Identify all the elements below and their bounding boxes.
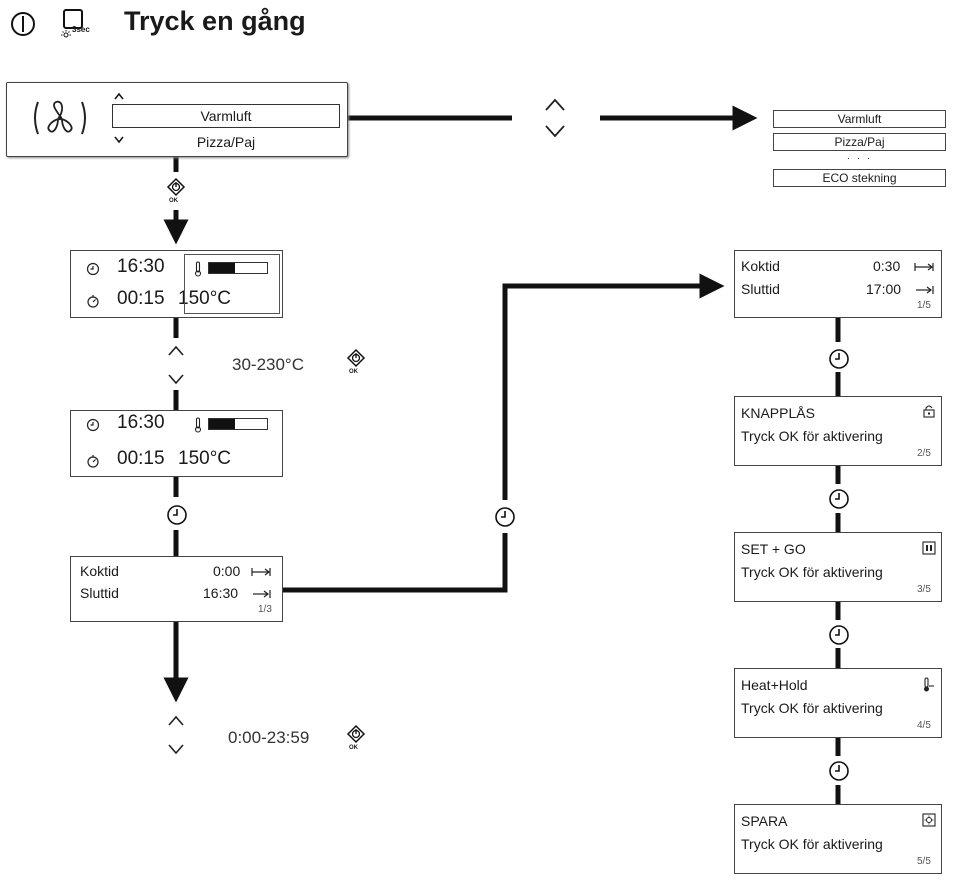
thermometer-icon (194, 261, 202, 277)
function-list-item[interactable]: Varmluft (773, 110, 946, 128)
display-b-clock: 16:30 (117, 412, 165, 433)
option-title: KNAPPLÅS (741, 405, 815, 421)
function-next-label: Pizza/Paj (196, 134, 256, 150)
cook-time-value: 0:30 (873, 258, 901, 274)
end-time-icon (916, 286, 934, 294)
padlock-icon (923, 405, 935, 418)
clock-button-icon (167, 505, 187, 525)
clock-button-icon (495, 507, 515, 527)
function-list-item[interactable]: ECO stekning (773, 169, 946, 187)
up-down-chevrons-icon (168, 345, 184, 385)
option-instruction: Tryck OK för aktivering (741, 428, 883, 444)
option-panel-set-go (734, 532, 942, 602)
display-b-duration: 00:15 (117, 448, 165, 469)
page-indicator: 5/5 (917, 856, 931, 867)
function-selected-label: Varmluft (200, 108, 252, 124)
end-time-icon (253, 590, 271, 598)
page-title: Tryck en gång (124, 6, 306, 36)
heating-progress-bar (208, 418, 268, 430)
clock-icon (86, 262, 100, 276)
connector-timer-to-clock (283, 533, 508, 593)
option-title: SET + GO (741, 541, 806, 557)
display-b-temperature: 150°C (178, 448, 232, 469)
sec-label: 3sec (72, 25, 90, 34)
up-down-chevrons-icon (545, 98, 565, 138)
temperature-highlight-box (184, 254, 280, 314)
clock-icon (86, 418, 100, 432)
light-button-icon (61, 9, 83, 38)
end-time-value: 17:00 (866, 281, 902, 297)
timer-right-panel (734, 250, 942, 318)
cook-time-value: 0:00 (213, 563, 241, 579)
timer-icon (87, 295, 99, 308)
option-title: Heat+Hold (741, 677, 808, 693)
cook-time-label: Koktid (80, 563, 119, 579)
display-a-panel (70, 250, 283, 318)
cook-time-label: Koktid (741, 258, 780, 274)
option-panel-heat-hold (734, 668, 942, 738)
ok-button-icon (346, 348, 366, 368)
display-a-duration: 00:15 (117, 288, 165, 309)
clock-button-icon (829, 349, 849, 369)
ok-button-icon (346, 724, 366, 744)
option-instruction: Tryck OK för aktivering (741, 700, 883, 716)
clock-button-icon (829, 625, 849, 645)
end-time-label: Sluttid (741, 281, 780, 297)
connector-clock-to-right-timer (502, 273, 725, 500)
option-title: SPARA (741, 813, 788, 829)
save-icon (922, 813, 936, 827)
option-instruction: Tryck OK för aktivering (741, 836, 883, 852)
timer-left-panel (70, 556, 283, 622)
ok-label: OK (169, 198, 178, 204)
heating-progress-fill (209, 263, 236, 273)
page-indicator: 1/5 (917, 300, 931, 311)
display-a-clock: 16:30 (117, 256, 165, 277)
up-down-chevrons-icon (168, 715, 184, 755)
thermometer-icon (194, 417, 202, 433)
menu-scroll-icon (114, 92, 124, 144)
cook-time-icon (914, 263, 934, 271)
end-time-label: Sluttid (80, 585, 119, 601)
end-time-value: 16:30 (203, 585, 239, 601)
function-list-ellipsis: · · · (846, 153, 873, 164)
display-a-temperature: 150°C (178, 288, 232, 309)
power-icon (11, 12, 35, 36)
option-panel-knapplas (734, 396, 942, 466)
option-panel-spara (734, 804, 942, 874)
option-instruction: Tryck OK för aktivering (741, 564, 883, 580)
function-selected-item[interactable]: Varmluft (112, 104, 340, 128)
temperature-range-label: 30-230°C (232, 355, 305, 374)
ok-label: OK (349, 369, 358, 375)
function-list-item[interactable]: Pizza/Paj (773, 133, 946, 151)
cook-time-icon (251, 568, 271, 576)
timer-icon (87, 455, 99, 468)
clock-button-icon (829, 489, 849, 509)
fan-icon (34, 100, 86, 135)
ok-button-icon (166, 177, 186, 197)
clock-button-icon (829, 761, 849, 781)
time-range-label: 0:00-23:59 (228, 728, 310, 747)
page-indicator: 4/5 (917, 720, 931, 731)
display-b-panel (70, 410, 283, 477)
set-go-icon (922, 541, 936, 555)
page-indicator: 3/5 (917, 584, 931, 595)
ok-label: OK (349, 745, 358, 751)
heat-hold-icon (924, 677, 934, 692)
page-indicator: 2/5 (917, 448, 931, 459)
heating-progress-fill (209, 419, 236, 429)
page-indicator: 1/3 (258, 604, 272, 615)
heating-progress-bar (208, 262, 268, 274)
